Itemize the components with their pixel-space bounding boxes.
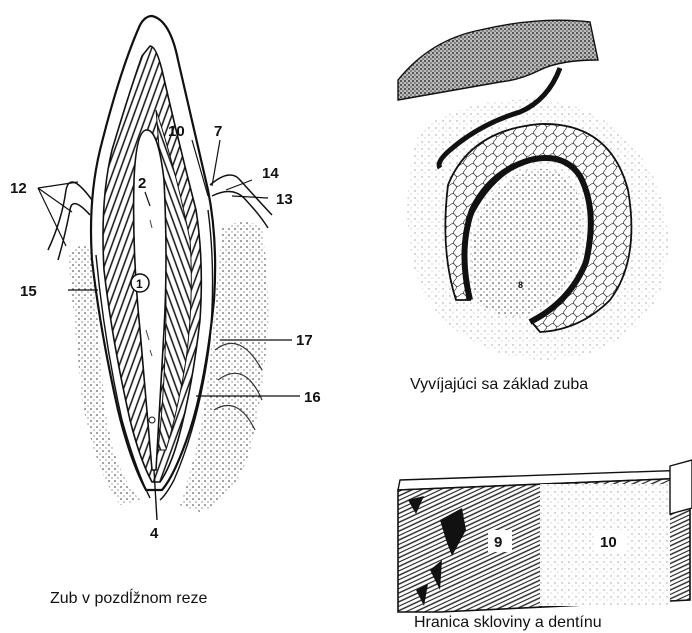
pulp-nodule (149, 417, 155, 423)
label-14: 14 (262, 165, 279, 182)
gingiva-right (210, 175, 272, 228)
boundary-block-diagram: 9 10 (398, 460, 692, 612)
label-7: 7 (214, 123, 222, 140)
label-16: 16 (304, 389, 321, 406)
tooth-section-diagram: 12 15 10 7 14 13 2 1 17 16 4 (10, 16, 321, 542)
caption-tooth-section: Zub v pozdĺžnom reze (50, 590, 207, 608)
label-4: 4 (150, 525, 159, 542)
caption-developing-tooth: Vyvíjajúci sa základ zuba (410, 376, 588, 394)
caption-enamel-dentin-boundary: Hranica skloviny a dentínu (414, 614, 602, 632)
oral-epithelium (398, 20, 598, 100)
label-1: 1 (136, 277, 143, 291)
label-17: 17 (296, 332, 313, 349)
label-10: 10 (168, 123, 185, 140)
label-13: 13 (276, 191, 293, 208)
label-15: 15 (20, 283, 37, 300)
label-10-dentin: 10 (600, 534, 617, 551)
label-9: 9 (494, 534, 502, 551)
developing-tooth-diagram: 8 (398, 20, 668, 359)
label-8: 8 (518, 280, 523, 290)
block-side-face (670, 460, 692, 514)
label-12: 12 (10, 180, 27, 197)
label-2: 2 (138, 175, 146, 192)
